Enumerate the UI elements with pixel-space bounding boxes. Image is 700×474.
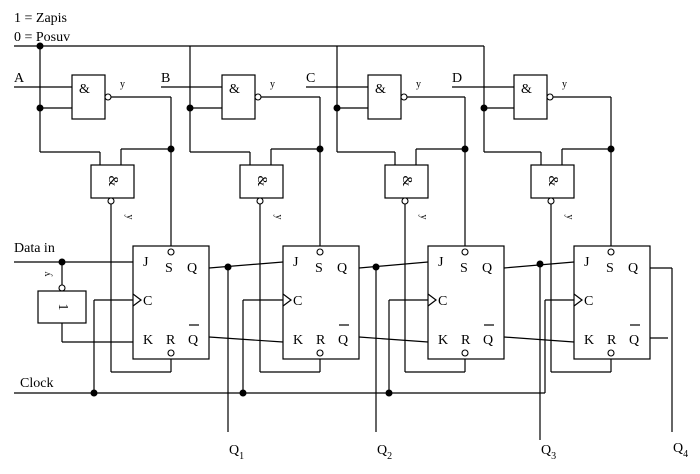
nand-gate-3-symbol: & bbox=[375, 82, 386, 97]
nand-gate-1 bbox=[71, 74, 106, 120]
control-bus bbox=[14, 42, 485, 152]
jk-flipflop-2 bbox=[282, 245, 360, 360]
ff4-r-pin: R bbox=[607, 333, 617, 348]
nand-gate-4-symbol: & bbox=[521, 82, 532, 97]
nand-gate-1-symbol: & bbox=[79, 82, 90, 97]
legend-line-2: 0 = Posuv bbox=[14, 30, 70, 45]
outputs: Q1 Q2 Q3 Q4 bbox=[229, 441, 688, 462]
jk-flipflop-3 bbox=[427, 245, 505, 360]
data-in-label: Data in bbox=[14, 241, 55, 256]
ff4-j-pin: J bbox=[584, 255, 590, 270]
nand-gate-lower-3 bbox=[384, 164, 429, 199]
stage-3: C & y & y J S Q C K R Q bbox=[306, 71, 505, 432]
input-d-label: D bbox=[452, 71, 462, 86]
nand-gate-lower-2-output-label: y bbox=[273, 215, 284, 220]
nand-gate-2-output-label: y bbox=[270, 79, 275, 90]
ff1-q-pin: Q bbox=[187, 261, 197, 276]
nand-gate-lower-4-output-label: y bbox=[564, 215, 575, 220]
stage-4: D & y & y J S Q C K R Q bbox=[452, 71, 673, 440]
output-q1: Q1 bbox=[229, 443, 244, 462]
nand-gate-lower-2 bbox=[239, 164, 284, 199]
nand-gate-1-bubble bbox=[104, 93, 112, 101]
ff3-s-pin: S bbox=[460, 261, 468, 276]
ff1-j-pin: J bbox=[143, 255, 149, 270]
clock-label: Clock bbox=[20, 376, 53, 391]
output-q3: Q3 bbox=[541, 443, 556, 462]
ff3-j-pin: J bbox=[438, 255, 444, 270]
legend-line-1: 1 = Zapis bbox=[14, 11, 67, 26]
ff1-c-pin: C bbox=[143, 294, 152, 309]
nand-gate-2-symbol: & bbox=[229, 82, 240, 97]
nand-gate-lower-1-output-label: y bbox=[124, 215, 135, 220]
ff1-r-pin: R bbox=[166, 333, 176, 348]
stage-1: A & y & y Data in y 1 J bbox=[14, 71, 210, 373]
ff1-qbar-pin: Q bbox=[188, 333, 198, 348]
input-a-label: A bbox=[14, 71, 25, 86]
ff3-c-pin: C bbox=[438, 294, 447, 309]
inverter-gate bbox=[37, 290, 87, 324]
nand-gate-lower-2-symbol: & bbox=[254, 176, 269, 187]
inverter-output-label: y bbox=[42, 272, 53, 277]
input-b-label: B bbox=[161, 71, 170, 86]
ff4-s-pin: S bbox=[606, 261, 614, 276]
ff4-k-pin: K bbox=[584, 333, 594, 348]
output-q4: Q4 bbox=[673, 441, 688, 460]
nand-gate-lower-4 bbox=[530, 164, 575, 199]
ff2-s-pin: S bbox=[315, 261, 323, 276]
input-c-label: C bbox=[306, 71, 315, 86]
ff2-j-pin: J bbox=[293, 255, 299, 270]
clock-bus: Clock bbox=[14, 299, 574, 397]
ff3-r-pin: R bbox=[461, 333, 471, 348]
nand-gate-lower-1-symbol: & bbox=[105, 176, 120, 187]
nand-gate-lower-4-symbol: & bbox=[545, 176, 560, 187]
ff2-qbar-pin: Q bbox=[338, 333, 348, 348]
ff3-qbar-pin: Q bbox=[483, 333, 493, 348]
ff4-q-pin: Q bbox=[628, 261, 638, 276]
ff2-r-pin: R bbox=[316, 333, 326, 348]
nand-gate-2 bbox=[221, 74, 256, 120]
ff4-qbar-pin: Q bbox=[629, 333, 639, 348]
nand-gate-lower-3-symbol: & bbox=[399, 176, 414, 187]
nand-gate-4 bbox=[513, 74, 548, 120]
nand-gate-lower-3-output-label: y bbox=[418, 215, 429, 220]
nand-gate-1-output-label: y bbox=[120, 79, 125, 90]
ff4-c-pin: C bbox=[584, 294, 593, 309]
ff2-q-pin: Q bbox=[337, 261, 347, 276]
jk-flipflop-4 bbox=[573, 245, 651, 360]
ff3-q-pin: Q bbox=[482, 261, 492, 276]
output-q2: Q2 bbox=[377, 443, 392, 462]
ff1-s-pin: S bbox=[165, 261, 173, 276]
ff2-k-pin: K bbox=[293, 333, 303, 348]
ff3-k-pin: K bbox=[438, 333, 448, 348]
ff1-k-pin: K bbox=[143, 333, 153, 348]
jk-flipflop-1 bbox=[132, 245, 210, 360]
ff2-c-pin: C bbox=[293, 294, 302, 309]
nand-gate-4-output-label: y bbox=[562, 79, 567, 90]
stage-2: B & y & y J S Q C K R Q bbox=[161, 71, 360, 432]
nand-gate-3-output-label: y bbox=[416, 79, 421, 90]
inverter-symbol: 1 bbox=[55, 304, 70, 311]
